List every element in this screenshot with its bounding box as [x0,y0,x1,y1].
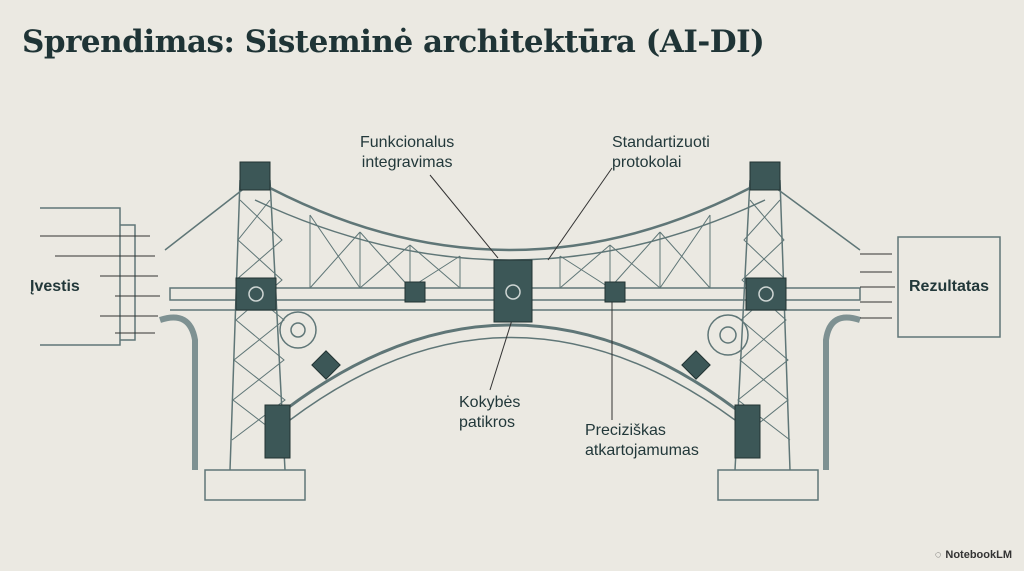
brand-name: NotebookLM [945,549,1012,561]
input-label: Įvestis [30,278,80,295]
callout-line-1: Funkcionalus [360,134,455,151]
callout-precise-repeatability: Preciziškas atkartojamumas [585,421,699,461]
output-box [897,236,1001,338]
callout-functional-integration: Funkcionalus integravimas [360,133,454,173]
callout-line-2: integravimas [361,154,453,171]
callout-quality-checks: Kokybės patikros [459,393,520,433]
callout-line-1: Preciziškas [585,422,666,439]
callout-line-1: Standartizuoti [612,134,710,151]
callout-standard-protocols: Standartizuoti protokolai [612,133,710,173]
callout-line-2: protokolai [612,154,682,171]
output-label: Rezultatas [909,278,990,295]
callout-line-1: Kokybės [459,394,521,411]
page-title: Sprendimas: Sisteminė architektūra (AI-D… [22,24,765,60]
notebooklm-logo-icon: ◌ [934,549,942,561]
brand-watermark: ◌ NotebookLM [935,549,1012,561]
callout-line-2: atkartojamumas [585,442,699,459]
callout-line-2: patikros [459,414,516,431]
